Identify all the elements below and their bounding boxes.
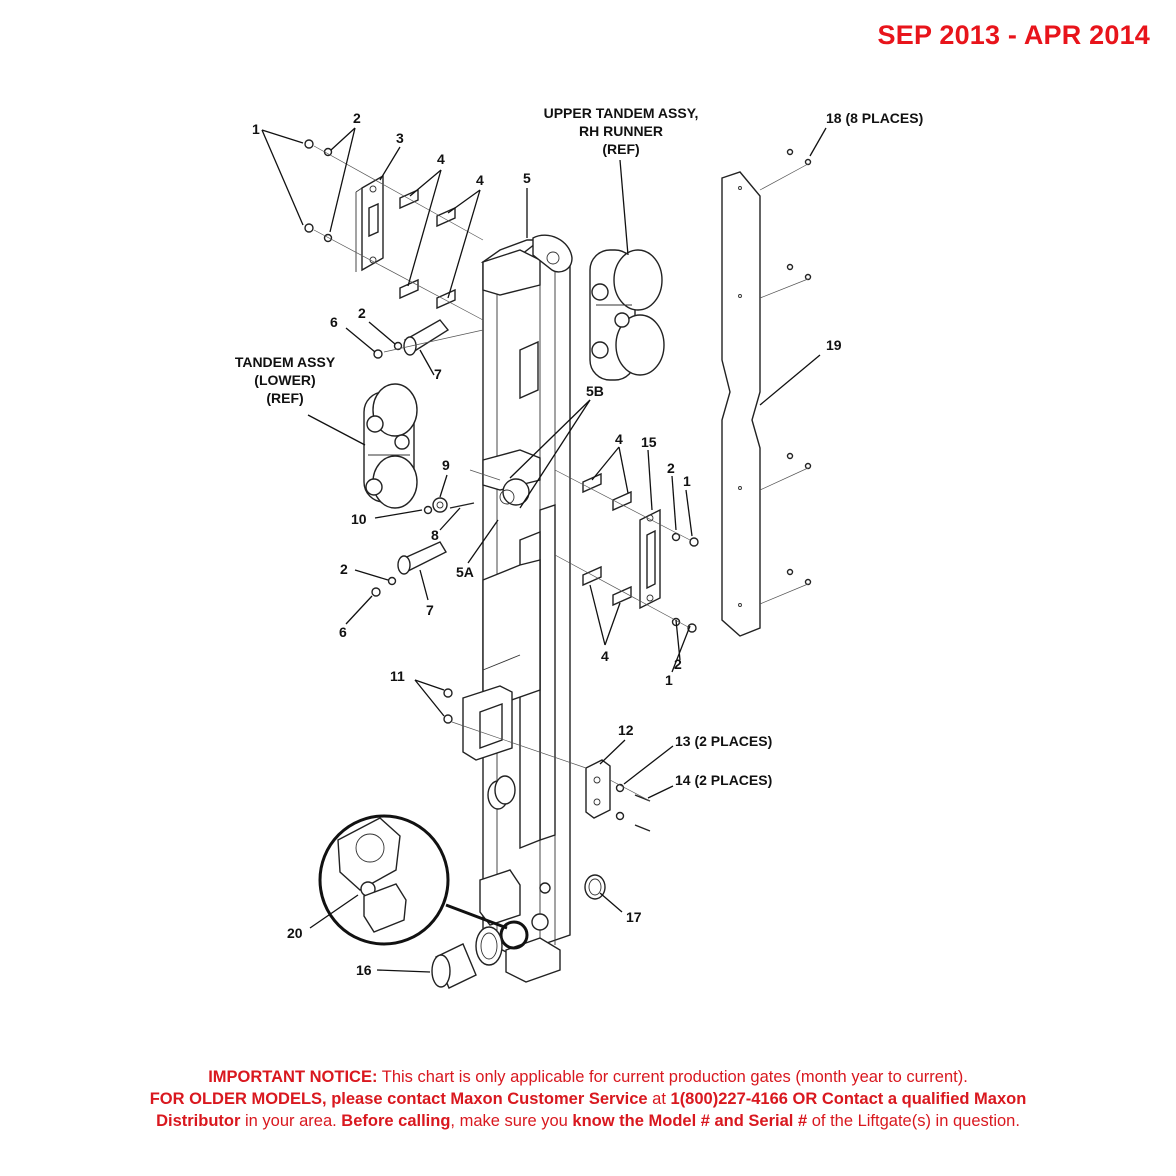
- plate-part-15: [639, 508, 699, 633]
- block-part-11: [443, 685, 513, 761]
- callout-5b: 5B: [586, 383, 604, 399]
- callout-7-b: 7: [426, 602, 434, 618]
- upper-tandem-label-2: RH RUNNER: [579, 123, 663, 139]
- lower-tandem-label-2: (LOWER): [254, 372, 315, 388]
- callout-5a: 5A: [456, 564, 474, 580]
- callout-11: 11: [390, 668, 405, 684]
- callout-4-c: 4: [615, 431, 623, 447]
- callout-2-d: 2: [667, 460, 675, 476]
- callout-10: 10: [351, 511, 367, 527]
- upper-tandem-label-3: (REF): [602, 141, 639, 157]
- callout-14: 14 (2 PLACES): [675, 772, 772, 788]
- callout-1-b: 1: [683, 473, 691, 489]
- long-strip-part-19: [721, 148, 812, 637]
- callout-4-b: 4: [476, 172, 484, 188]
- upper-tandem-label-1: UPPER TANDEM ASSY,: [544, 105, 699, 121]
- callout-6-b: 6: [339, 624, 347, 640]
- important-notice: IMPORTANT NOTICE: This chart is only app…: [20, 1066, 1156, 1132]
- callout-13: 13 (2 PLACES): [675, 733, 772, 749]
- lower-tandem-assembly: [363, 383, 418, 509]
- callout-15: 15: [641, 434, 657, 450]
- date-range-title: SEP 2013 - APR 2014: [877, 20, 1150, 50]
- fasteners-top-left: [304, 139, 450, 359]
- callout-6-a: 6: [330, 314, 338, 330]
- callout-2-b: 2: [358, 305, 366, 321]
- detail-circle-part-20: [318, 814, 508, 946]
- callout-8: 8: [431, 527, 439, 543]
- callout-3: 3: [396, 130, 404, 146]
- notice-line-1: IMPORTANT NOTICE: This chart is only app…: [208, 1068, 968, 1086]
- callout-17: 17: [626, 909, 642, 925]
- alignment-lines: [313, 145, 809, 802]
- block-part-12: [585, 759, 651, 832]
- callout-7-a: 7: [434, 366, 442, 382]
- lower-tandem-label-1: TANDEM ASSY: [235, 354, 336, 370]
- callout-4-d: 4: [601, 648, 609, 664]
- callout-18: 18 (8 PLACES): [826, 110, 923, 126]
- callout-9: 9: [442, 457, 450, 473]
- callout-19: 19: [826, 337, 842, 353]
- notice-line-3: Distributor in your area. Before calling…: [156, 1112, 1020, 1130]
- leader-lines: [261, 127, 827, 973]
- callout-2-c: 2: [340, 561, 348, 577]
- callout-2-a: 2: [353, 110, 361, 126]
- callout-4-a: 4: [437, 151, 445, 167]
- notice-line-2: FOR OLDER MODELS, please contact Maxon C…: [149, 1090, 1027, 1108]
- bushing-part-16: [431, 926, 503, 989]
- fasteners-mid-left: [371, 497, 475, 597]
- upper-tandem-assembly: [589, 249, 665, 381]
- callout-1-a: 1: [252, 121, 260, 137]
- guide-plate-part-3: [355, 174, 384, 272]
- lower-tandem-label-3: (REF): [266, 390, 303, 406]
- runner-column: [479, 234, 573, 983]
- callout-2-e: 2: [674, 656, 682, 672]
- callout-16: 16: [356, 962, 372, 978]
- callout-20: 20: [287, 925, 303, 941]
- callout-12: 12: [618, 722, 634, 738]
- callout-1-c: 1: [665, 672, 673, 688]
- callout-5: 5: [523, 170, 531, 186]
